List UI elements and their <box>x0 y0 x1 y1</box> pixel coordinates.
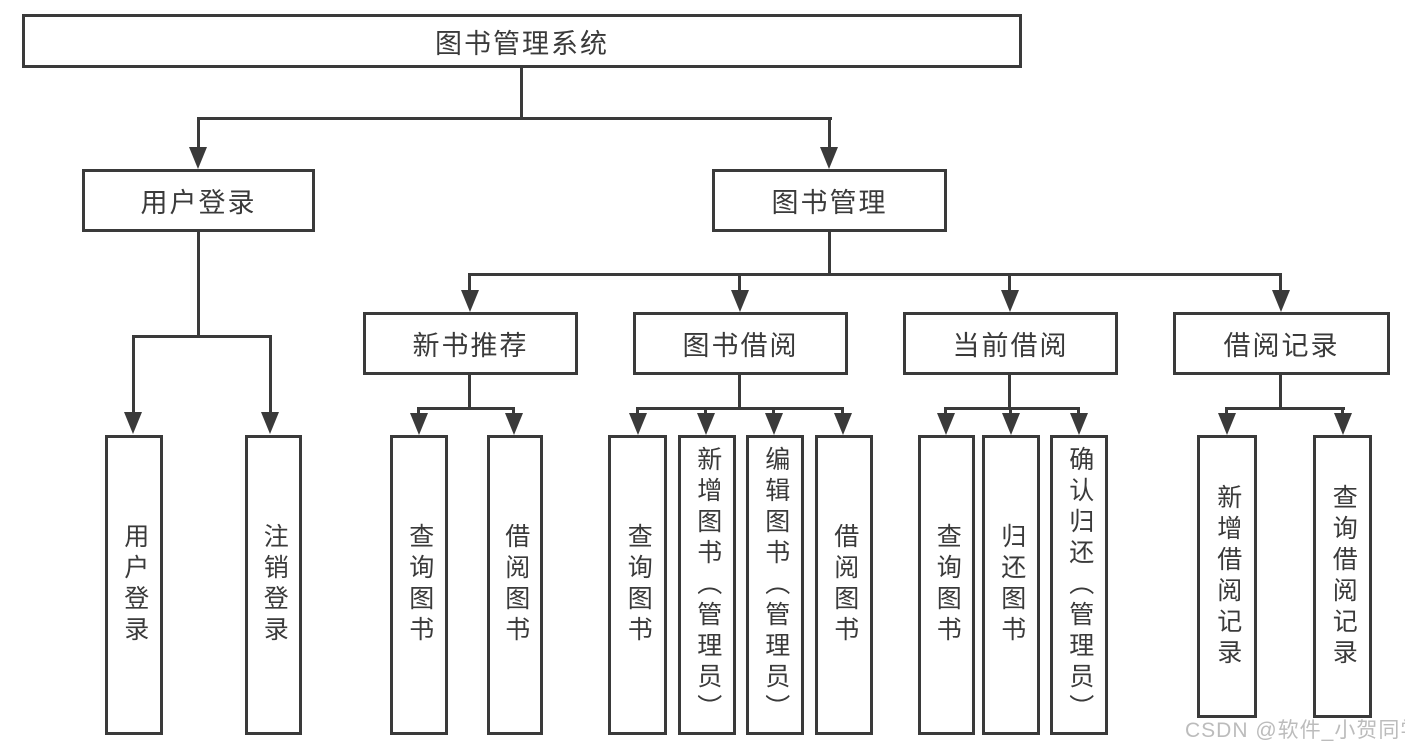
node-user-login: 用户登录 <box>82 169 315 232</box>
leaf-return-books-label: 归还图书 <box>997 523 1026 647</box>
connector-current-borrow-split <box>944 407 1080 410</box>
connector-book-mgmt-split <box>468 273 1282 276</box>
leaf-query-borrow-record-label: 查询借阅记录 <box>1329 483 1358 670</box>
node-book-borrow-label: 图书借阅 <box>682 331 799 361</box>
leaf-user-login: 用户登录 <box>105 435 163 735</box>
leaf-query-books-borrow-label: 查询图书 <box>624 523 653 647</box>
connector-new-books-split <box>417 407 515 410</box>
connector-book-borrow-stem <box>738 375 741 407</box>
arrowhead-book-mgmt <box>820 147 838 169</box>
node-book-management-label: 图书管理 <box>771 188 888 218</box>
node-book-management: 图书管理 <box>712 169 947 232</box>
connector-book-mgmt-stem <box>828 232 831 273</box>
node-root: 图书管理系统 <box>22 14 1022 68</box>
connector-leaf-arm <box>636 407 639 413</box>
leaf-add-books-admin-label: 新增图书（管理员） <box>693 445 722 725</box>
leaf-edit-books-admin: 编辑图书（管理员） <box>746 435 804 735</box>
connector-borrow-records-stem <box>1279 375 1282 407</box>
node-borrow-records-label: 借阅记录 <box>1223 331 1340 361</box>
node-user-login-label: 用户登录 <box>140 188 257 218</box>
leaf-confirm-return-admin-label: 确认归还（管理员） <box>1065 445 1094 725</box>
connector-book-borrow-split <box>636 407 844 410</box>
connector-borrow-records-arm <box>1279 273 1282 290</box>
arrowhead-leaf <box>1070 413 1088 435</box>
arrowhead-leaf <box>834 413 852 435</box>
connector-book-borrow-arm <box>738 273 741 290</box>
leaf-borrow-books-label: 借阅图书 <box>830 523 859 647</box>
arrowhead-current-borrow <box>1001 290 1019 312</box>
leaf-query-books-borrow: 查询图书 <box>608 435 667 735</box>
leaf-borrow-books: 借阅图书 <box>815 435 873 735</box>
arrowhead-leaf <box>410 413 428 435</box>
leaf-add-borrow-record: 新增借阅记录 <box>1197 435 1257 718</box>
node-current-borrow-label: 当前借阅 <box>952 331 1069 361</box>
arrowhead-book-borrow <box>731 290 749 312</box>
node-book-borrow: 图书借阅 <box>633 312 848 375</box>
node-borrow-records: 借阅记录 <box>1173 312 1390 375</box>
connector-leaf-arm <box>704 407 707 413</box>
arrowhead-leaf <box>765 413 783 435</box>
node-new-book-recommend: 新书推荐 <box>363 312 578 375</box>
node-root-label: 图书管理系统 <box>435 28 609 59</box>
connector-user-login-stem <box>197 232 200 335</box>
leaf-query-books-current: 查询图书 <box>918 435 975 735</box>
node-current-borrow: 当前借阅 <box>903 312 1118 375</box>
connector-leaf-arm <box>417 407 420 413</box>
csdn-watermark: CSDN @软件_小贺同学 <box>1185 719 1405 742</box>
leaf-query-books-current-label: 查询图书 <box>933 523 962 647</box>
connector-root-stem <box>520 68 523 117</box>
connector-current-borrow-stem <box>1008 375 1011 407</box>
leaf-query-borrow-record: 查询借阅记录 <box>1313 435 1372 718</box>
node-new-book-recommend-label: 新书推荐 <box>412 331 529 361</box>
arrowhead-leaf <box>697 413 715 435</box>
leaf-confirm-return-admin: 确认归还（管理员） <box>1050 435 1108 735</box>
leaf-query-books-recommend: 查询图书 <box>390 435 448 735</box>
leaf-logout-label: 注销登录 <box>260 523 289 647</box>
leaf-user-login-label: 用户登录 <box>120 523 149 647</box>
connector-logout-leaf-arm <box>269 335 272 413</box>
connector-leaf-arm <box>841 407 844 413</box>
connector-leaf-arm <box>512 407 515 413</box>
leaf-add-books-admin: 新增图书（管理员） <box>678 435 736 735</box>
connector-leaf-arm <box>944 407 947 413</box>
leaf-add-borrow-record-label: 新增借阅记录 <box>1213 483 1242 670</box>
leaf-return-books: 归还图书 <box>982 435 1040 735</box>
leaf-edit-books-admin-label: 编辑图书（管理员） <box>761 445 790 725</box>
connector-leaf-arm <box>1009 407 1012 413</box>
connector-user-login-split <box>132 335 272 338</box>
arrowhead-user-login <box>189 147 207 169</box>
arrowhead-new-books <box>461 290 479 312</box>
arrowhead-leaf <box>629 413 647 435</box>
leaf-borrow-books-recommend: 借阅图书 <box>487 435 543 735</box>
arrowhead-borrow-records <box>1272 290 1290 312</box>
arrowhead-leaf <box>505 413 523 435</box>
connector-new-books-arm <box>468 273 471 290</box>
leaf-query-books-recommend-label: 查询图书 <box>405 523 434 647</box>
connector-user-login-arm <box>197 117 200 148</box>
arrowhead-login-leaf <box>124 412 142 434</box>
arrowhead-leaf <box>1334 413 1352 435</box>
leaf-logout: 注销登录 <box>245 435 302 735</box>
arrowhead-leaf <box>1218 413 1236 435</box>
connector-leaf-arm <box>1341 407 1344 413</box>
connector-book-mgmt-arm <box>828 117 831 148</box>
arrowhead-leaf <box>937 413 955 435</box>
connector-root-split <box>197 117 832 120</box>
connector-leaf-arm <box>1225 407 1228 413</box>
arrowhead-logout-leaf <box>261 412 279 434</box>
connector-borrow-records-split <box>1225 407 1345 410</box>
connector-leaf-arm <box>772 407 775 413</box>
arrowhead-leaf <box>1002 413 1020 435</box>
connector-current-borrow-arm <box>1008 273 1011 290</box>
connector-leaf-arm <box>1077 407 1080 413</box>
connector-login-leaf-arm <box>132 335 135 413</box>
leaf-borrow-books-recommend-label: 借阅图书 <box>501 523 530 647</box>
connector-new-books-stem <box>468 375 471 407</box>
